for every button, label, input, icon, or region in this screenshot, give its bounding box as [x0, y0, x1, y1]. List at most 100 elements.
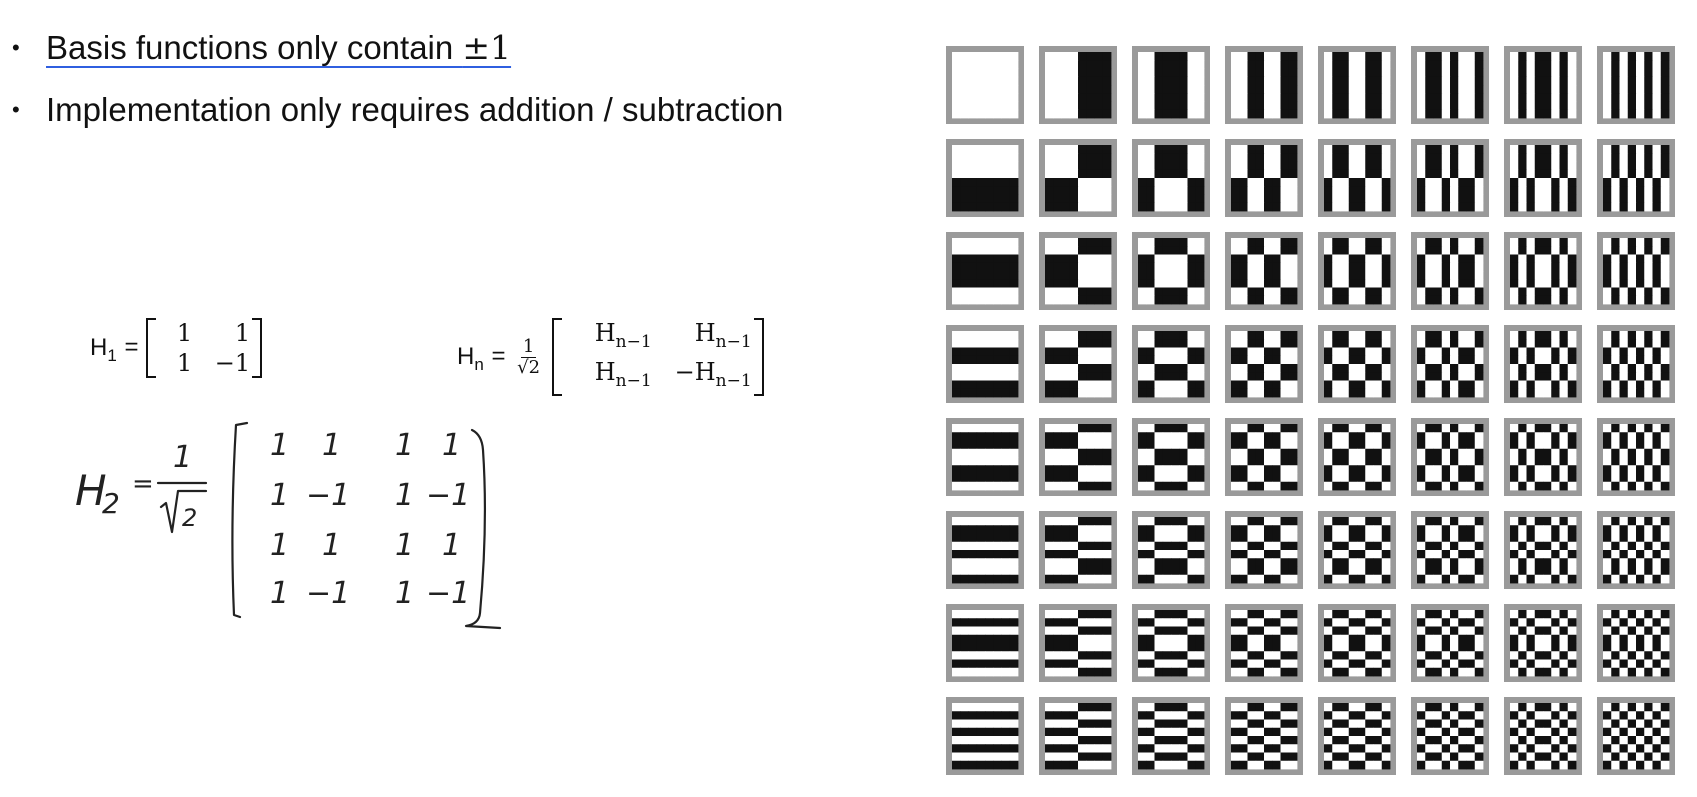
basis-tile: [946, 139, 1024, 217]
basis-tile: [1411, 418, 1489, 496]
h2-frac-num: 1: [173, 440, 192, 475]
basis-tile: [1039, 418, 1117, 496]
hn-fraction: 1 √2: [517, 336, 541, 378]
right-bracket: [464, 428, 502, 630]
basis-tile: [1225, 139, 1303, 217]
basis-tile: [1504, 418, 1582, 496]
basis-tile: [1132, 697, 1210, 775]
hn-cell: Hn−1: [594, 319, 652, 352]
basis-tile: [1039, 139, 1117, 217]
h1-lhs: H1: [90, 333, 117, 365]
sqrt-sign: [159, 489, 208, 534]
plus-minus-one[interactable]: ±1: [462, 28, 512, 67]
hn-frac-den: √2: [517, 356, 541, 378]
basis-tile: [1318, 139, 1396, 217]
h2-matrix-cell: 1: [270, 576, 289, 611]
h2-matrix-cell: −1: [426, 576, 470, 611]
equation-hn: Hn = 1 √2 Hn−1 Hn−1 Hn−1 −Hn−1: [457, 318, 764, 396]
basis-tile: [1318, 604, 1396, 682]
basis-tile: [1132, 46, 1210, 124]
bullet-dot: •: [12, 97, 20, 122]
h1-matrix: 1 1 1 −1: [146, 318, 263, 378]
basis-tile: [1597, 232, 1675, 310]
basis-tile: [1411, 325, 1489, 403]
basis-tile: [1411, 139, 1489, 217]
basis-tile: [1318, 511, 1396, 589]
basis-tile: [1504, 232, 1582, 310]
basis-tile: [1132, 604, 1210, 682]
h2-lhs-sub: 2: [102, 487, 120, 520]
basis-tile: [1411, 511, 1489, 589]
basis-tile: [1504, 511, 1582, 589]
basis-tile: [1411, 46, 1489, 124]
h1-cell: 1: [176, 349, 193, 377]
basis-tile: [1411, 697, 1489, 775]
h2-matrix-cell: 1: [442, 428, 461, 463]
h2-matrix-cell: −1: [426, 478, 470, 513]
basis-tile: [946, 325, 1024, 403]
h2-matrix-cell: −1: [306, 576, 350, 611]
basis-tile: [1597, 418, 1675, 496]
basis-tile: [1597, 697, 1675, 775]
equation-h1: H1 = 1 1 1 −1: [90, 318, 263, 378]
h1-equals: =: [124, 333, 139, 361]
bullet-implementation: • Implementation only requires addition …: [10, 90, 783, 130]
basis-tile: [1132, 511, 1210, 589]
basis-tile: [1597, 325, 1675, 403]
h2-matrix-cell: 1: [395, 576, 414, 611]
basis-tile: [1504, 139, 1582, 217]
basis-tile: [1039, 46, 1117, 124]
basis-tile: [1597, 46, 1675, 124]
h2-matrix-cell: −1: [306, 478, 350, 513]
h2-matrix-cell: 1: [442, 528, 461, 563]
basis-tile: [1225, 418, 1303, 496]
basis-tile: [1132, 232, 1210, 310]
basis-tile: [1318, 232, 1396, 310]
basis-tile: [1318, 418, 1396, 496]
basis-tile: [1225, 46, 1303, 124]
basis-tile: [946, 232, 1024, 310]
basis-tile: [1411, 232, 1489, 310]
h2-matrix-cell: 1: [395, 428, 414, 463]
basis-tile: [1318, 325, 1396, 403]
basis-tile: [1597, 511, 1675, 589]
basis-functions-link[interactable]: Basis functions only contain ±1: [46, 28, 512, 67]
basis-tile: [946, 604, 1024, 682]
basis-tile: [1132, 139, 1210, 217]
h2-matrix-cell: 1: [322, 428, 341, 463]
basis-tile: [946, 697, 1024, 775]
hn-cell: Hn−1: [594, 358, 652, 391]
basis-tile: [1132, 418, 1210, 496]
basis-tile: [1504, 325, 1582, 403]
basis-tile: [1504, 46, 1582, 124]
bullet-basis-functions: • Basis functions only contain ±1: [10, 28, 783, 68]
basis-tile: [946, 418, 1024, 496]
h2-matrix-cell: 1: [270, 428, 289, 463]
basis-tile: [946, 46, 1024, 124]
h2-matrix-cell: 1: [270, 528, 289, 563]
bullet-basis-text[interactable]: Basis functions only contain: [46, 29, 463, 66]
basis-tile: [1597, 604, 1675, 682]
h2-matrix-cell: 1: [322, 528, 341, 563]
walsh-basis-grid: [946, 46, 1675, 775]
bullet-list: • Basis functions only contain ±1 • Impl…: [10, 28, 783, 152]
basis-tile: [1039, 511, 1117, 589]
basis-tile: [946, 511, 1024, 589]
basis-tile: [1504, 604, 1582, 682]
basis-tile: [1318, 46, 1396, 124]
hn-matrix: Hn−1 Hn−1 Hn−1 −Hn−1: [551, 318, 764, 396]
h2-lhs: H: [75, 466, 107, 515]
basis-tile: [1225, 232, 1303, 310]
basis-tile: [1039, 325, 1117, 403]
basis-tile: [1597, 139, 1675, 217]
h2-matrix-cell: 1: [395, 528, 414, 563]
basis-tile: [1504, 697, 1582, 775]
basis-tile: [1225, 511, 1303, 589]
basis-tile: [1225, 697, 1303, 775]
basis-tile: [1225, 604, 1303, 682]
h1-cell: 1: [176, 319, 193, 347]
hn-lhs: Hn: [457, 342, 484, 374]
basis-tile: [1411, 604, 1489, 682]
